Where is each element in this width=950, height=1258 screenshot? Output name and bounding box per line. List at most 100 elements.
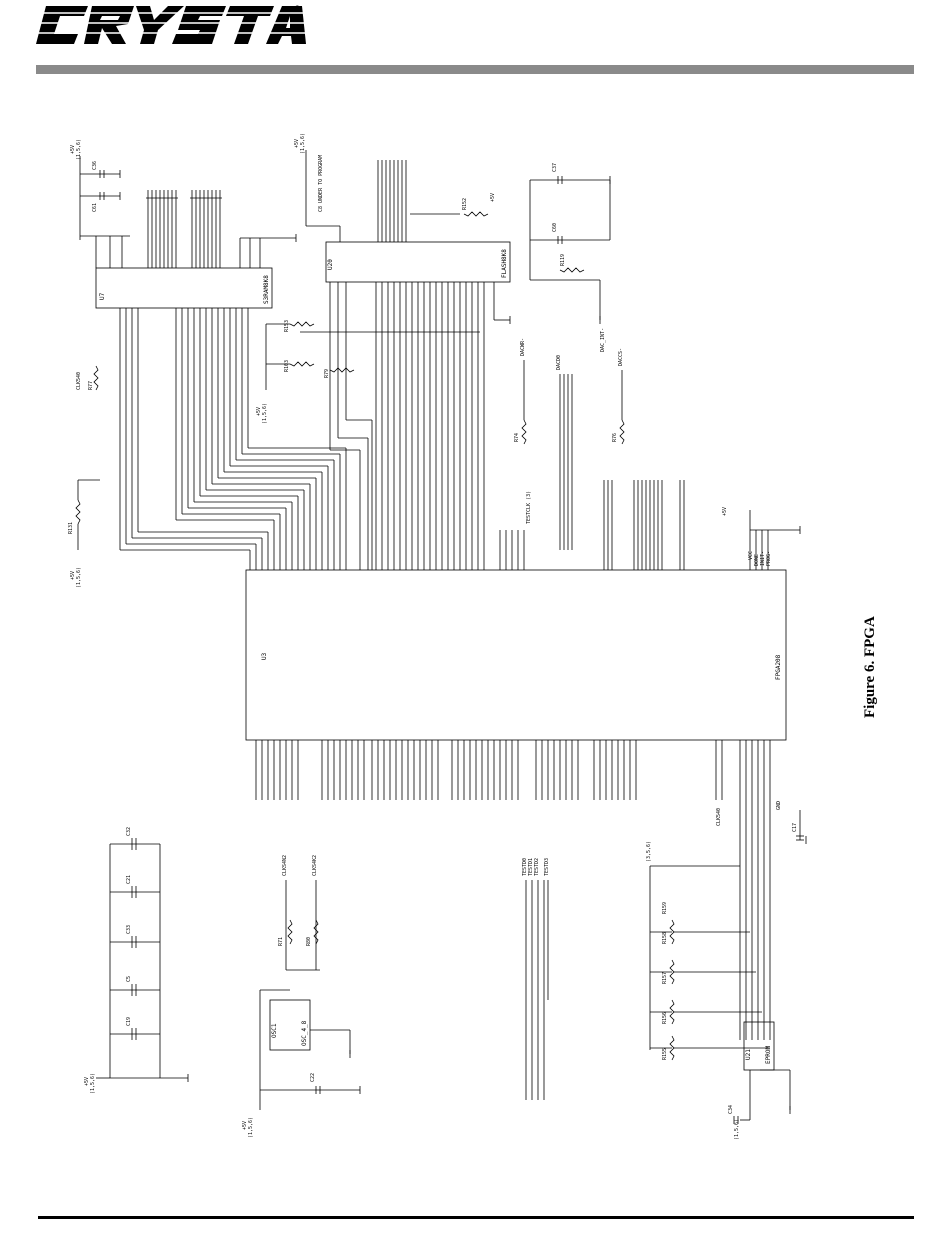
header-bar: [36, 65, 914, 74]
sram-ref: U7: [99, 292, 106, 300]
flash-data-bus: [377, 160, 407, 242]
power-label-2: +5V: [294, 139, 300, 148]
fpga-part: FPGA208: [775, 654, 782, 680]
resistor-r153: [289, 321, 315, 327]
r155-label: R155: [662, 1048, 668, 1060]
net-dacwr: DACWR-: [520, 338, 526, 356]
flash-address-bus: [375, 282, 485, 570]
net-dac-int: DAC_INT-: [600, 328, 606, 352]
net-testd0: TESTD0: [522, 858, 528, 876]
resistor-r71: [287, 919, 293, 945]
net-clk540: CLK540: [76, 372, 82, 390]
note-8: (1,5,6): [734, 1119, 740, 1140]
osc-ref: OSC1: [271, 1023, 278, 1038]
r159-label: R159: [662, 902, 668, 914]
resistor-r103: [289, 361, 315, 367]
net-testclk: TESTCLK (3): [526, 491, 532, 524]
r77-label: R77: [88, 381, 94, 390]
c60-label: C60: [552, 223, 558, 232]
power-label-8: +5V: [722, 507, 728, 516]
note-5: (1,5,6): [90, 1073, 96, 1094]
flash-ref: U20: [327, 259, 334, 270]
r74-label: R74: [514, 433, 520, 442]
footer-rule: [38, 1216, 914, 1219]
note-4: (1,5,6): [262, 403, 268, 424]
c34-label: C34: [728, 1105, 734, 1114]
eprom-body: [743, 1021, 775, 1071]
net-gnd: GND: [776, 801, 782, 810]
note-7: (3,5,6): [646, 841, 652, 862]
c33-label: C33: [126, 925, 132, 934]
net-dacd0: DACD0: [556, 355, 562, 370]
net-testd1: TESTD1: [528, 858, 534, 876]
r71-label: R71: [278, 937, 284, 946]
net-clks4k2: CLKS4K2: [312, 855, 318, 876]
net-clks4n2: CLKS4N2: [282, 855, 288, 876]
sram-body: [95, 267, 273, 309]
net-init: INIT-: [760, 551, 766, 566]
fpga-body: [245, 569, 787, 741]
note-1: (1,5,6): [76, 139, 82, 160]
c22-label: C22: [310, 1073, 316, 1082]
eprom-part: EPROM: [765, 1046, 772, 1064]
c61-label: C61: [92, 203, 98, 212]
resistor-r80: [313, 919, 319, 945]
r152-label: R152: [462, 198, 468, 210]
program-note: C8 UNDER TO PROGRAM: [318, 155, 324, 212]
sram-data-bus: [146, 190, 222, 268]
resistor-r131: [75, 499, 81, 525]
c5-label: C5: [126, 976, 132, 982]
crystal-logo-wordmark: [30, 6, 310, 44]
r80-label: R80: [306, 937, 312, 946]
fpga-bottom-pins: [255, 740, 771, 1040]
eprom-ref: U21: [745, 1049, 752, 1060]
power-label-3: +5V: [490, 193, 496, 202]
net-clk540-b: CLK540: [716, 808, 722, 826]
resistor-bank: [650, 919, 770, 1061]
power-label-7: +5V: [242, 1121, 248, 1130]
registered-mark: ®: [294, 4, 301, 14]
r79-label: R79: [324, 369, 330, 378]
r76-label: R76: [612, 433, 618, 442]
resistor-r119: [559, 267, 585, 273]
c32-label: C32: [126, 827, 132, 836]
note-6: (1,5,6): [248, 1117, 254, 1138]
r153-label: R153: [284, 320, 290, 332]
c21-label: C21: [126, 875, 132, 884]
r156-label: R156: [662, 1012, 668, 1024]
flash-body: [325, 241, 511, 283]
resistor-r79: [329, 367, 355, 373]
crystal-logo: [30, 0, 310, 52]
c37-label: C37: [552, 163, 558, 172]
net-daccs: DACCS-: [618, 348, 624, 366]
note-2: (1,5,6): [300, 133, 306, 154]
net-prog: PROG-: [766, 551, 772, 566]
net-vcc: VCC: [748, 551, 754, 560]
c17-label: C17: [792, 823, 798, 832]
r103-label: R103: [284, 360, 290, 372]
r119-label: R119: [560, 254, 566, 266]
resistor-r77: [93, 365, 99, 391]
net-testd3: TESTD3: [544, 858, 550, 876]
r131-label: R131: [68, 522, 74, 534]
c19-label: C19: [126, 1017, 132, 1026]
power-label-4: +5V: [70, 571, 76, 580]
net-done: DONE: [754, 554, 760, 566]
sram-address-bus: [119, 308, 347, 570]
schematic-drawing: U3 FPGA208 U7 S3RAM8K8 U20 FLASH8K8 OSC1…: [68, 133, 807, 1140]
note-3: (1,5,6): [76, 567, 82, 588]
figure-caption-text: Figure 6. FPGA: [862, 616, 878, 718]
resistor-r152: [463, 211, 489, 217]
fpga-schematic: U3 FPGA208 U7 S3RAM8K8 U20 FLASH8K8 OSC1…: [60, 120, 840, 1150]
fpga-ref: U3: [261, 652, 268, 660]
r157-label: R157: [662, 972, 668, 984]
osc-body: [269, 999, 311, 1051]
power-label-5: +5V: [256, 407, 262, 416]
resistor-r74: [521, 419, 527, 445]
power-label-1: +5V: [70, 145, 76, 154]
osc-part: OSC_4_8: [301, 1020, 308, 1046]
net-testd2: TESTD2: [534, 858, 540, 876]
resistor-r76: [619, 419, 625, 445]
flash-part: FLASH8K8: [501, 249, 508, 278]
r158-label: R158: [662, 932, 668, 944]
